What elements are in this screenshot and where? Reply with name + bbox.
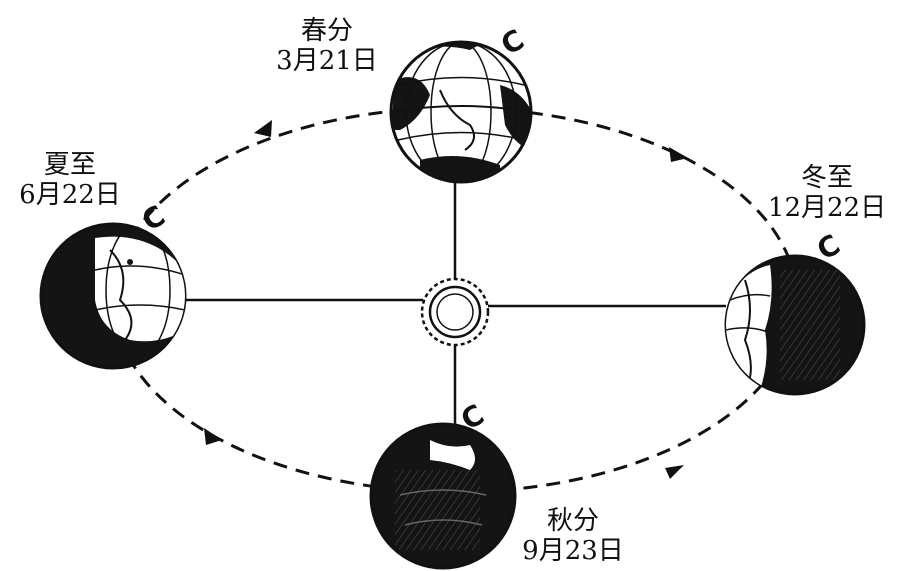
label-spring-date: 3月21日: [262, 46, 392, 76]
earth-globe-autumn: [371, 424, 515, 568]
label-autumn-name: 秋分: [508, 506, 638, 536]
label-winter-date: 12月22日: [752, 193, 902, 223]
label-autumn-date: 9月23日: [508, 536, 638, 566]
label-spring-name: 春分: [262, 16, 392, 46]
arrow-top-right: [669, 147, 688, 162]
arrow-bottom-left: [204, 428, 222, 445]
label-spring-equinox: 春分 3月21日: [262, 16, 392, 76]
label-winter-name: 冬至: [752, 163, 902, 193]
label-summer-name: 夏至: [0, 150, 140, 180]
earth-globe-spring: [391, 40, 531, 190]
earth-globe-winter: [726, 256, 864, 394]
label-autumn-equinox: 秋分 9月23日: [508, 506, 638, 566]
earth-globe-summer: [41, 224, 185, 368]
label-winter-solstice: 冬至 12月22日: [752, 163, 902, 223]
arrow-bottom-right: [665, 465, 684, 479]
arrow-top-left: [254, 120, 272, 137]
sun-icon: [422, 279, 488, 345]
label-summer-date: 6月22日: [0, 180, 140, 210]
label-summer-solstice: 夏至 6月22日: [0, 150, 140, 210]
